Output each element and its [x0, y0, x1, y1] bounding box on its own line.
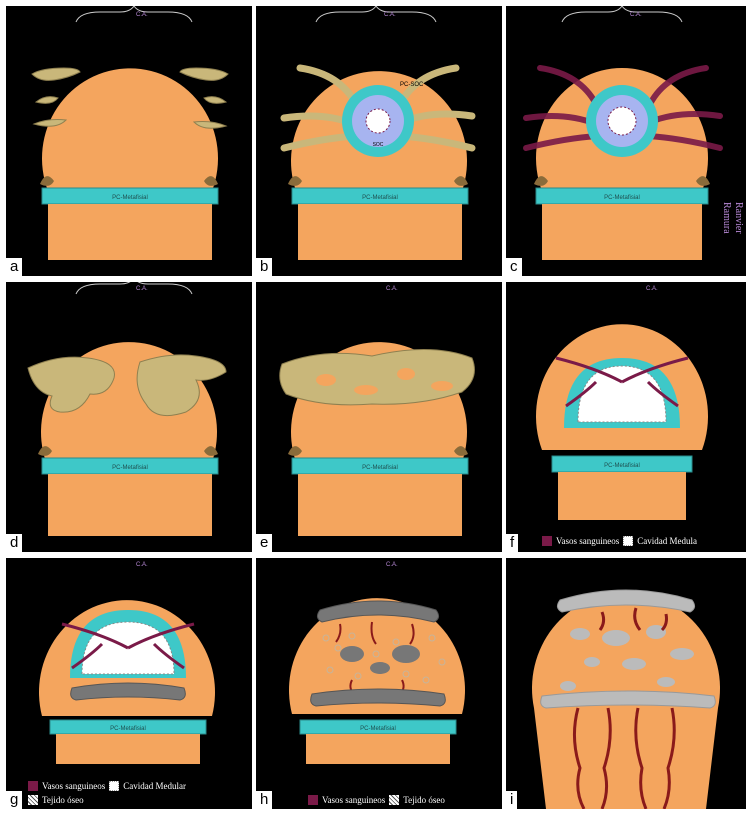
- panel-d: C.A. PC-Metafisial d: [6, 282, 252, 552]
- legend-bone-label: Tejido óseo: [403, 795, 445, 805]
- legend-g-row2: Tejido óseo: [28, 795, 84, 805]
- epiphysis-diagram-e: PC-Metafisial C.A.: [256, 282, 502, 552]
- plate-label: PC-Metafisial: [360, 726, 396, 732]
- epiphysis-diagram-b: C.A. PC-SOC SOC PC-Metafisial: [256, 6, 502, 276]
- panel-h: PC-Metafisial C.A. Vasos sanguineos Teji…: [256, 558, 502, 809]
- epiphysis-diagram-i: [506, 558, 746, 809]
- panel-letter: f: [506, 534, 518, 552]
- plate-label: PC-Metafisial: [112, 465, 148, 471]
- legend-g-row1: Vasos sanguineos Cavidad Medular: [28, 781, 186, 791]
- cavity-swatch: [623, 536, 633, 546]
- ca-label: C.A.: [136, 562, 148, 568]
- side-label-ranvier: Ranvier: [733, 202, 744, 234]
- plate-label: PC-Metafisial: [362, 465, 398, 471]
- ca-label: C.A.: [630, 12, 642, 18]
- panel-c: C.A. PC-Metafisial Ranvier Ramura c: [506, 6, 746, 276]
- vessel-swatch: [28, 781, 38, 791]
- epiphysis-diagram-h: PC-Metafisial C.A.: [256, 558, 502, 809]
- ca-label: C.A.: [136, 12, 148, 18]
- panel-letter: h: [256, 791, 272, 809]
- legend-cavity-label: Cavidad Medular: [123, 781, 186, 791]
- legend-f: Vasos sanguineos Cavidad Medula: [542, 536, 697, 546]
- panel-letter: i: [506, 791, 517, 809]
- panel-letter: g: [6, 791, 22, 809]
- side-label-ramura: Ramura: [721, 202, 732, 234]
- ca-label: C.A.: [386, 286, 398, 292]
- panel-g: PC-Metafisial C.A. Vasos sanguineos Cavi…: [6, 558, 252, 809]
- panel-letter: d: [6, 534, 22, 552]
- ca-label: C.A.: [136, 286, 148, 292]
- plate-label: PC-Metafisial: [112, 195, 148, 201]
- cavity-swatch: [109, 781, 119, 791]
- legend-cavity-label: Cavidad Medula: [637, 536, 697, 546]
- panel-b: C.A. PC-SOC SOC PC-Metafisial b: [256, 6, 502, 276]
- epiphysis-diagram-f: PC-Metafisial C.A.: [506, 282, 746, 552]
- panel-e: PC-Metafisial C.A. e: [256, 282, 502, 552]
- epiphysis-diagram-c: C.A. PC-Metafisial: [506, 6, 746, 276]
- soc-center-label: SOC: [373, 142, 384, 148]
- plate-label: PC-Metafisial: [110, 726, 146, 732]
- legend-vessels-label: Vasos sanguineos: [556, 536, 619, 546]
- panel-letter: e: [256, 534, 272, 552]
- legend-h: Vasos sanguineos Tejido óseo: [308, 795, 445, 805]
- ca-label: C.A.: [646, 286, 658, 292]
- plate-label: PC-Metafisial: [362, 195, 398, 201]
- plate-label: PC-Metafisial: [604, 195, 640, 201]
- epiphysis-diagram-d: C.A. PC-Metafisial: [6, 282, 252, 552]
- vessel-swatch: [542, 536, 552, 546]
- epiphysis-diagram-a: C.A. PC-Metafisial: [6, 6, 252, 276]
- legend-vessels-label: Vasos sanguineos: [42, 781, 105, 791]
- legend-bone-label: Tejido óseo: [42, 795, 84, 805]
- panel-letter: b: [256, 258, 272, 276]
- plate-label: PC-Metafisial: [604, 463, 640, 469]
- epiphysis-diagram-g: PC-Metafisial C.A.: [6, 558, 252, 809]
- ca-label: C.A.: [384, 12, 396, 18]
- panel-a: C.A. PC-Metafisial a: [6, 6, 252, 276]
- panel-letter: c: [506, 258, 522, 276]
- panel-letter: a: [6, 258, 22, 276]
- vessel-swatch: [308, 795, 318, 805]
- panel-i: i: [506, 558, 746, 809]
- ca-label: C.A.: [386, 562, 398, 568]
- soc-ring-label: PC-SOC: [400, 82, 424, 88]
- panel-f: PC-Metafisial C.A. Vasos sanguineos Cavi…: [506, 282, 746, 552]
- legend-vessels-label: Vasos sanguineos: [322, 795, 385, 805]
- bone-swatch: [28, 795, 38, 805]
- bone-swatch: [389, 795, 399, 805]
